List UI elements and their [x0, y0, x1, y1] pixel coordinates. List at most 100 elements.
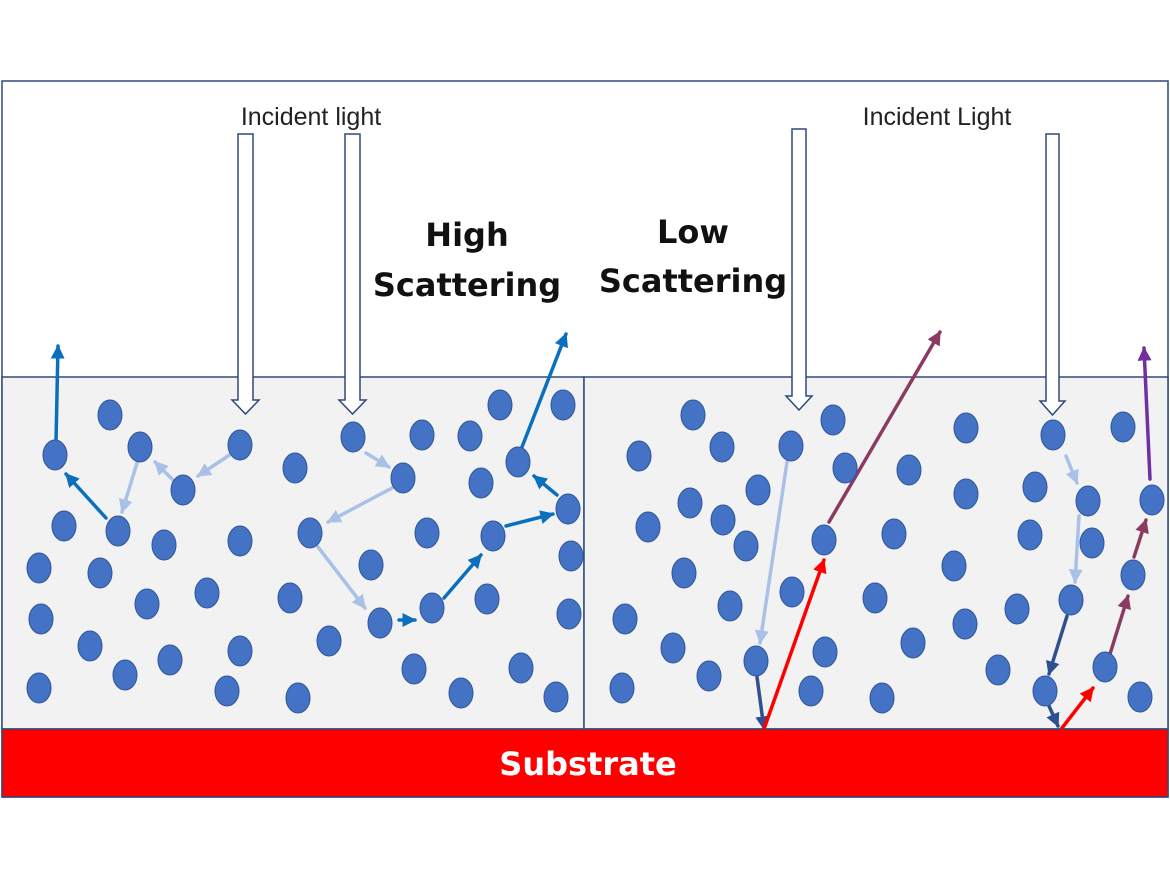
scattered-ray-arrow — [118, 461, 139, 514]
scattering-particle — [134, 588, 160, 620]
scattering-particle — [127, 431, 153, 463]
incident-arrow-3 — [784, 128, 814, 412]
scattering-particle — [157, 644, 183, 676]
scattering-particle — [26, 672, 52, 704]
scattering-particle — [609, 672, 635, 704]
scattering-particle — [282, 452, 308, 484]
scattering-particle — [227, 525, 253, 557]
scattering-particle — [414, 517, 440, 549]
scattered-ray-arrow — [827, 330, 942, 524]
scattered-ray-arrow — [1060, 686, 1095, 730]
scattering-particle — [457, 420, 483, 452]
incident-arrow-4 — [1038, 133, 1067, 417]
scattering-particle — [170, 474, 196, 506]
scattering-particle — [952, 608, 978, 640]
scattering-particle — [227, 635, 253, 667]
scattering-particle — [1022, 471, 1048, 503]
scattering-particle — [77, 630, 103, 662]
scattering-particle — [811, 524, 837, 556]
scattering-particle — [1120, 559, 1146, 591]
scattered-ray-arrow — [364, 451, 391, 469]
scattering-particle — [985, 654, 1011, 686]
scattered-ray-arrow — [1046, 614, 1069, 676]
scattered-ray-arrow — [1137, 346, 1152, 481]
scattered-rays — [50, 330, 1152, 731]
scattered-ray-arrow — [1064, 454, 1079, 485]
scattering-particle — [227, 429, 253, 461]
scattering-particle — [779, 576, 805, 608]
incident-arrows — [230, 128, 1067, 417]
scattering-particle — [508, 652, 534, 684]
scattering-particle — [419, 592, 445, 624]
scattering-particle — [677, 487, 703, 519]
high-scattering-title-line1: High — [425, 216, 508, 254]
scattering-particle — [401, 653, 427, 685]
scattering-particle — [832, 452, 858, 484]
scattering-particle — [1092, 651, 1118, 683]
scattering-particle — [881, 518, 907, 550]
low-scattering-title-line2: Scattering — [599, 262, 787, 300]
scattering-particle — [367, 607, 393, 639]
scattering-particle — [297, 517, 323, 549]
scattering-particle — [660, 632, 686, 664]
incident-arrow-2 — [337, 133, 368, 416]
scattering-particle — [556, 598, 582, 630]
scattering-particle — [277, 582, 303, 614]
substrate-layer — [1, 728, 1169, 798]
scattering-particle — [151, 529, 177, 561]
scattering-particle — [745, 474, 771, 506]
low-scattering-title-line1: Low — [657, 213, 729, 251]
scattering-particle — [555, 493, 581, 525]
scattering-particle — [505, 446, 531, 478]
scattering-particle — [1110, 411, 1136, 443]
scattering-particle — [468, 467, 494, 499]
scattered-ray-arrow — [1046, 704, 1060, 728]
scattering-particle — [558, 540, 584, 572]
scattering-particle — [1139, 484, 1165, 516]
high-scattering-title-line2: Scattering — [373, 266, 561, 304]
scattering-particle — [798, 675, 824, 707]
scattered-ray-arrow — [64, 472, 108, 520]
scattered-ray-arrow — [1132, 518, 1149, 559]
scattering-particle — [358, 549, 384, 581]
scattering-particle — [900, 627, 926, 659]
scattering-particle — [1127, 681, 1153, 713]
scattering-particle — [953, 478, 979, 510]
high-scattering-medium — [1, 376, 585, 730]
scattering-particle — [214, 675, 240, 707]
scattering-particle — [1032, 675, 1058, 707]
scattered-ray-arrow — [762, 558, 827, 731]
scattered-ray-arrow — [504, 510, 555, 528]
substrate-label: Substrate — [499, 745, 676, 783]
scattering-particle — [550, 389, 576, 421]
scattering-particle — [635, 511, 661, 543]
scattering-particle — [743, 645, 769, 677]
scattering-particle — [285, 682, 311, 714]
scattering-particle — [862, 582, 888, 614]
scattering-particle — [28, 603, 54, 635]
scattering-particle — [1004, 593, 1030, 625]
scattering-particle — [612, 603, 638, 635]
scattering-particle — [710, 504, 736, 536]
scattered-ray-arrow — [1108, 594, 1131, 656]
scattering-particle — [709, 431, 735, 463]
scattering-particle — [733, 530, 759, 562]
scattered-ray-arrow — [442, 553, 483, 600]
incident-light-label-left: Incident light — [241, 103, 381, 131]
scattering-particle — [480, 520, 506, 552]
low-scattering-medium — [583, 376, 1169, 730]
scattering-particle — [941, 550, 967, 582]
scattered-ray-arrow — [532, 474, 559, 497]
scattering-particle — [1075, 485, 1101, 517]
scattering-particle — [87, 557, 113, 589]
scattering-particle — [42, 439, 68, 471]
scattering-particle — [487, 389, 513, 421]
scattering-particle — [680, 399, 706, 431]
scattering-particle — [97, 399, 123, 431]
scattered-ray-arrow — [755, 675, 770, 731]
scattering-particle — [448, 677, 474, 709]
scattered-ray-arrow — [754, 460, 789, 645]
scattering-particle — [340, 421, 366, 453]
scattered-ray-arrow — [1068, 514, 1083, 584]
